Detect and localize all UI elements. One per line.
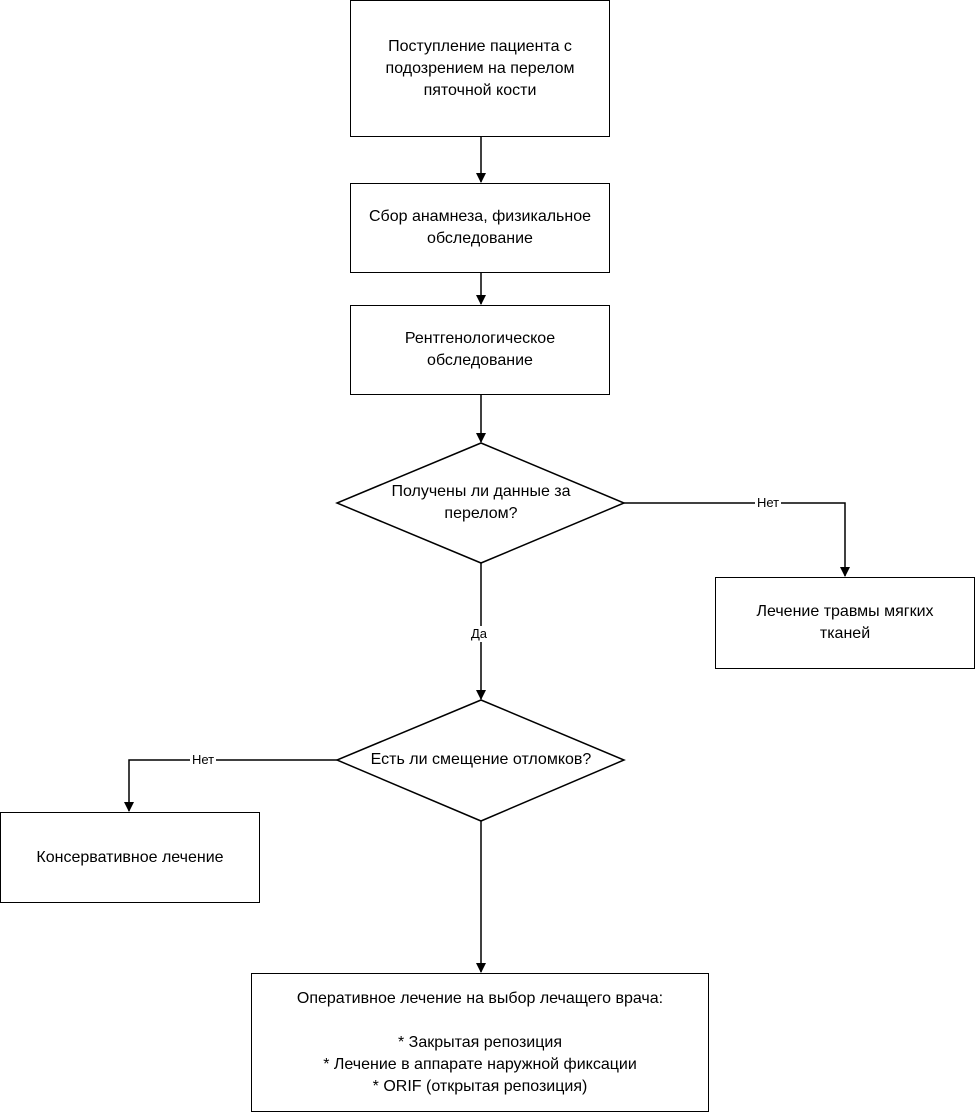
anamnesis-box: Сбор анамнеза, физикальное обследование [350,183,610,273]
arrow-fracture-no [624,502,850,577]
conservative-text: Консервативное лечение [36,848,224,866]
operative-option-external-fixation: * Лечение в аппарате наружной фиксации [323,1055,637,1073]
admission-text: Поступление пациента с подозрением на пе… [385,37,575,99]
operative-option-closed: * Закрытая репозиция [397,1033,562,1051]
displacement-no-label: Нет [190,752,217,768]
operative-spacer [297,1010,663,1032]
anamnesis-text: Сбор анамнеза, физикальное обследование [368,208,592,247]
conservative-box: Консервативное лечение [0,812,260,903]
operative-heading: Оперативное лечение на выбор лечащего вр… [296,989,664,1007]
fracture-no-label: Нет [755,495,782,511]
operative-text: Оперативное лечение на выбор лечащего вр… [297,988,663,1098]
xray-box: Рентгенологическое обследование [350,305,610,395]
soft-tissue-text: Лечение травмы мягких тканей [756,603,934,642]
arrow-displacement-no [124,759,337,812]
fracture-question-text: Получены ли данные за перелом? [391,483,571,522]
operative-box: Оперативное лечение на выбор лечащего вр… [251,973,709,1112]
displacement-question-text: Есть ли смещение отломков? [370,751,592,768]
fracture-yes-label: Да [469,626,490,642]
xray-text: Рентгенологическое обследование [404,330,556,369]
soft-tissue-box: Лечение травмы мягких тканей [715,577,975,669]
admission-box: Поступление пациента с подозрением на пе… [350,0,610,137]
operative-option-orif: * ORIF (открытая репозиция) [372,1077,588,1095]
